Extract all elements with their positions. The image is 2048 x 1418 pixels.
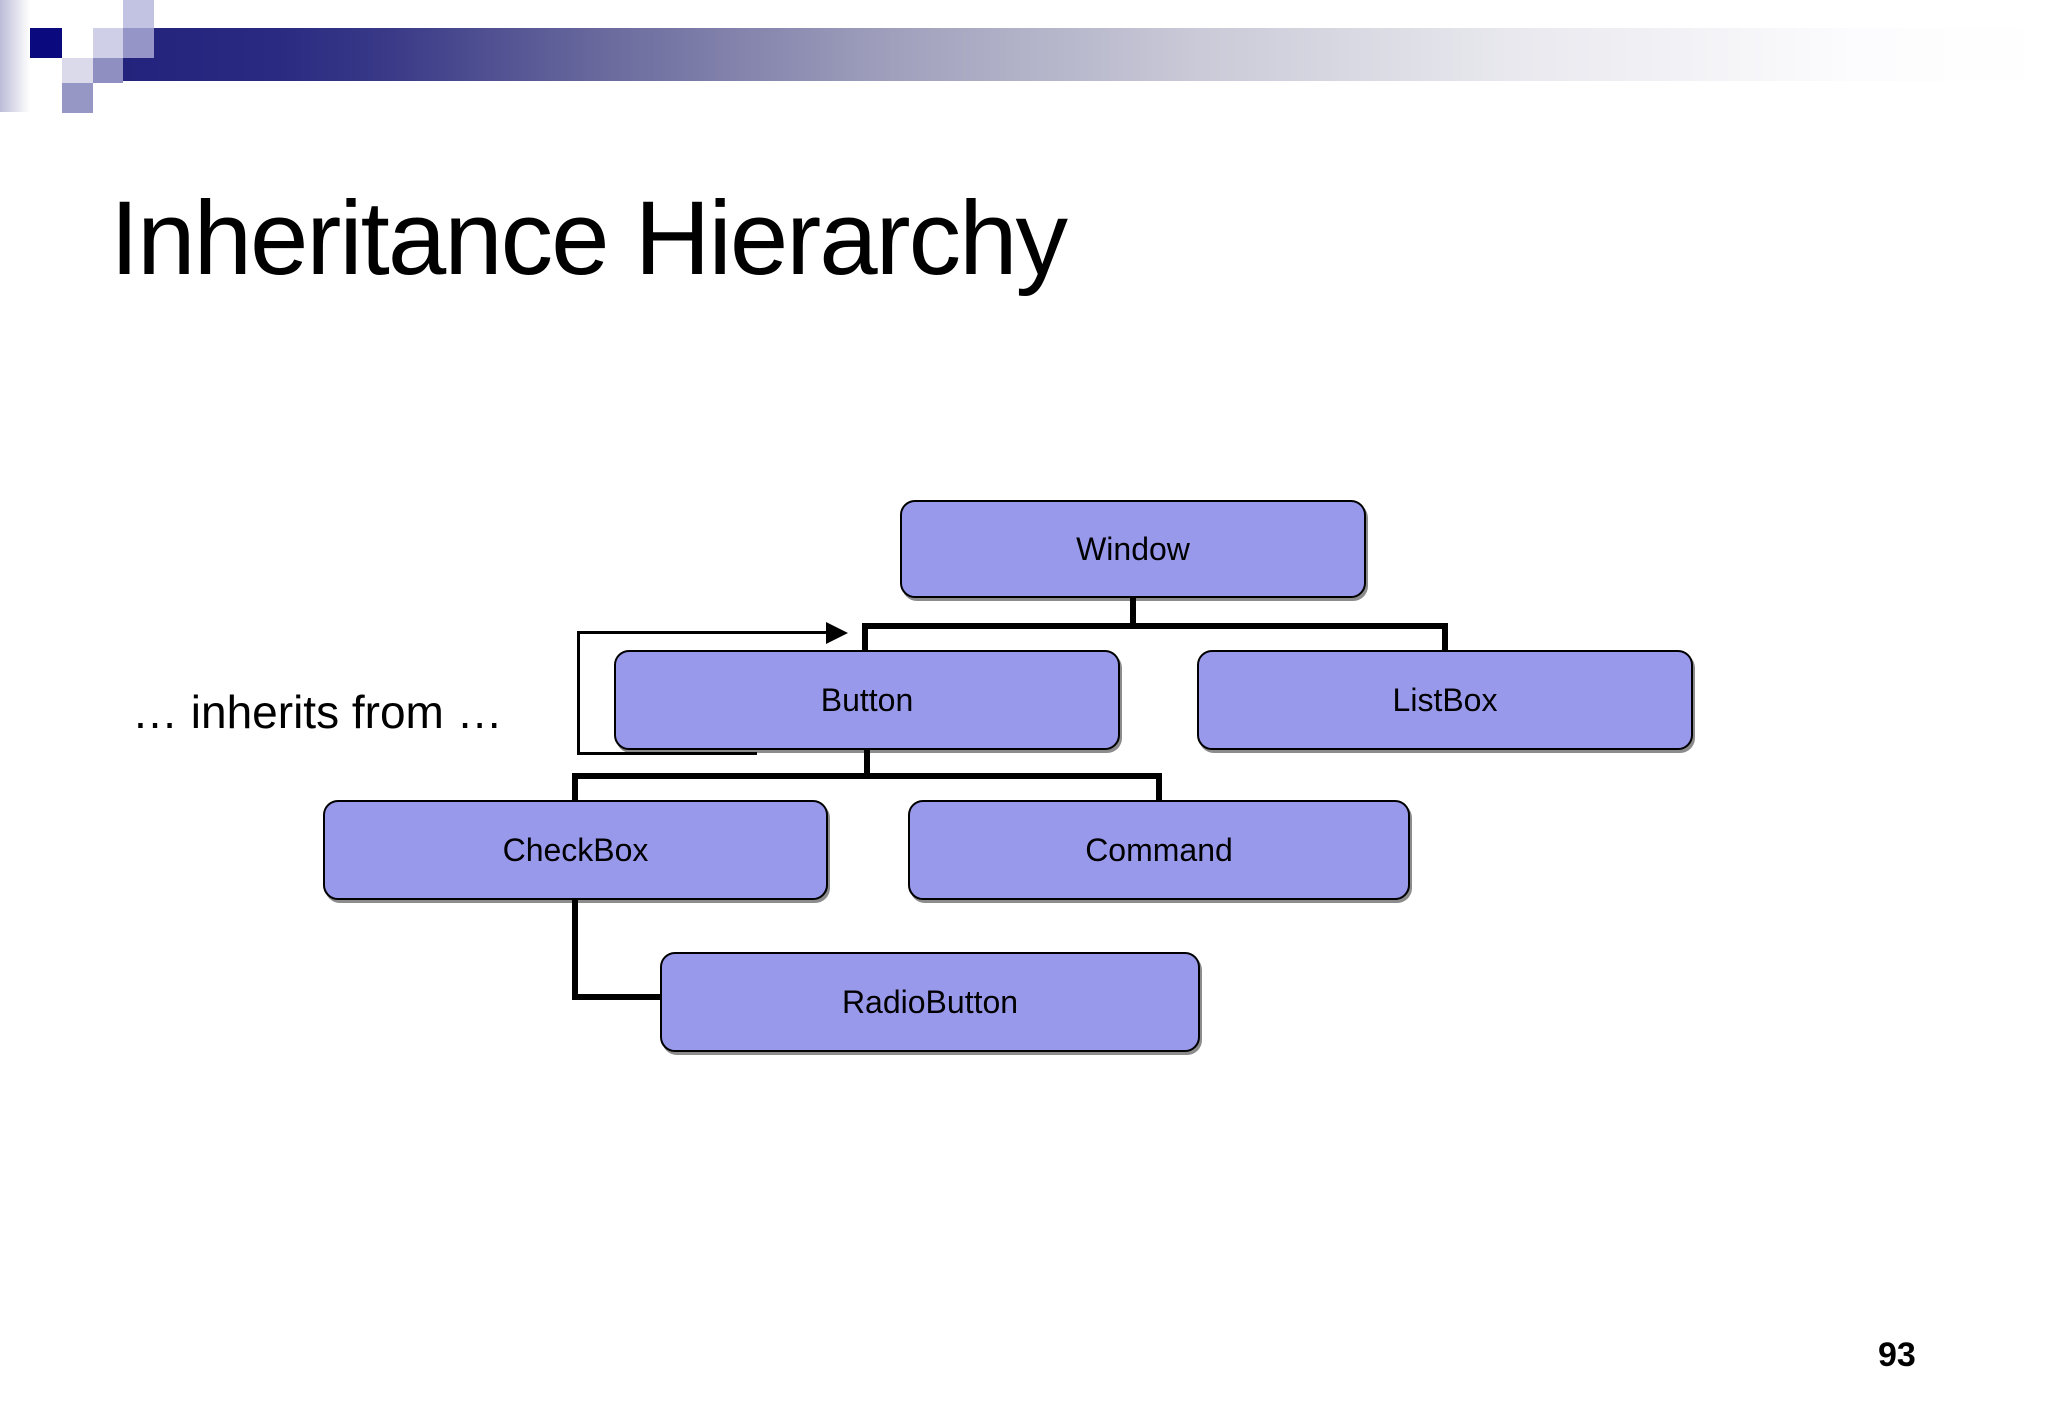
- node-command-label: Command: [1085, 831, 1233, 868]
- slide-title: Inheritance Hierarchy: [110, 180, 1068, 297]
- node-listbox-label: ListBox: [1392, 681, 1498, 718]
- node-command: Command: [908, 800, 1410, 900]
- header-square-below: [62, 83, 93, 113]
- node-radiobutton-label: RadioButton: [841, 983, 1019, 1020]
- loop-arrow-bottom-line: [577, 752, 757, 755]
- loop-arrowhead-icon: [826, 622, 848, 644]
- header-gradient-bar: [123, 28, 2048, 81]
- header-square-mid2: [93, 58, 123, 83]
- node-button: Button: [614, 650, 1120, 750]
- node-button-label: Button: [820, 681, 914, 718]
- node-checkbox-label: CheckBox: [502, 831, 649, 868]
- loop-arrow-left-line: [577, 631, 580, 755]
- connector-checkbox-down: [572, 900, 578, 1000]
- loop-arrow-top-line: [577, 631, 828, 634]
- header-gradient-strip: [0, 0, 30, 112]
- node-checkbox: CheckBox: [323, 800, 828, 900]
- connector-drop-command: [1156, 773, 1162, 803]
- page-number: 93: [1878, 1336, 1916, 1374]
- node-window: Window: [900, 500, 1366, 598]
- node-radiobutton: RadioButton: [660, 952, 1200, 1052]
- connector-bar-row2: [862, 623, 1448, 629]
- header-square-medium: [123, 28, 154, 58]
- connector-drop-checkbox: [572, 773, 578, 803]
- connector-drop-listbox: [1442, 623, 1448, 653]
- node-window-label: Window: [1076, 530, 1190, 567]
- connector-bar-row3: [572, 773, 1162, 779]
- connector-button-down: [864, 750, 870, 776]
- header-square-pale: [62, 58, 93, 83]
- node-listbox: ListBox: [1197, 650, 1693, 750]
- connector-radiobutton-elbow: [572, 994, 664, 1000]
- inherits-from-annotation: … inherits from …: [132, 686, 503, 738]
- connector-window-down: [1130, 598, 1136, 626]
- header-square-light: [93, 28, 123, 58]
- connector-drop-button: [862, 623, 868, 653]
- header-square-top: [123, 0, 154, 28]
- header-square-navy: [30, 28, 62, 58]
